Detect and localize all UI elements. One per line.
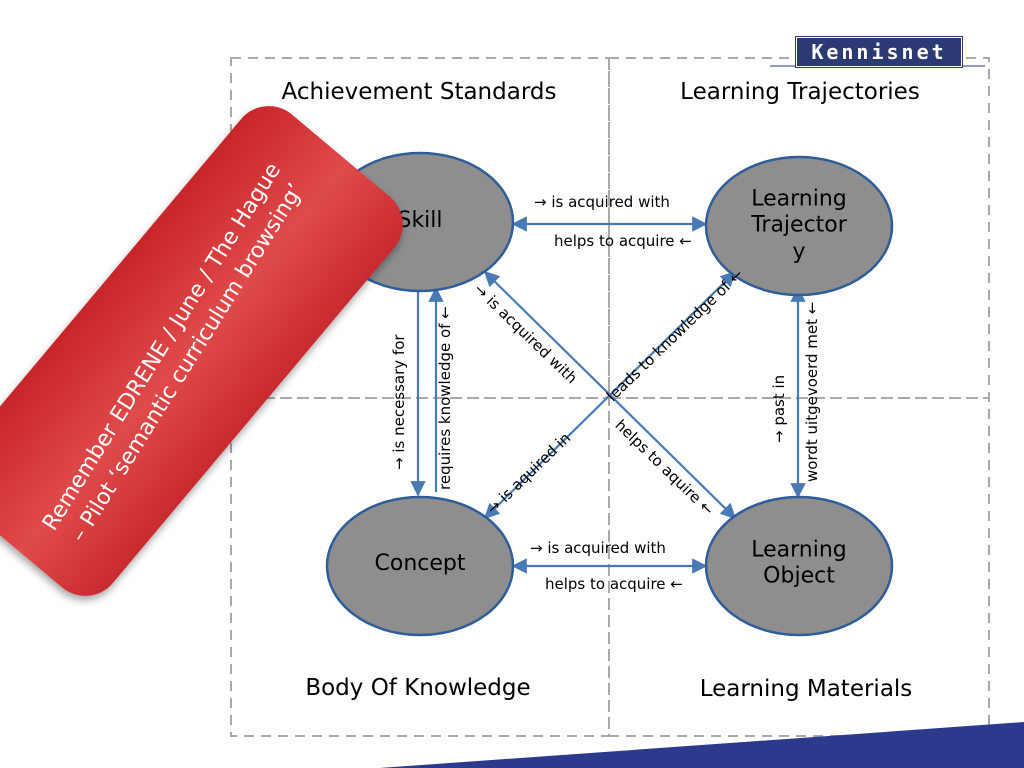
- label-concept: Concept: [374, 550, 466, 576]
- node-learning-object: [704, 495, 894, 637]
- edge-skill-trajectory-top: → is acquired with: [534, 193, 670, 211]
- footer-stripe: [380, 722, 1024, 768]
- kennisnet-logo: Kennisnet: [796, 37, 962, 67]
- label-learning-object: Learning Object: [751, 537, 847, 589]
- title-body-of-knowledge: Body Of Knowledge: [305, 675, 531, 701]
- edge-trajectory-object-right: wordt uitgevoerd met ←: [803, 301, 821, 482]
- arrow-concept-trajectory: [483, 270, 737, 520]
- edge-skill-trajectory-bottom: helps to acquire ←: [554, 232, 692, 250]
- node-learning-trajectory: [704, 155, 894, 297]
- edge-trajectory-object-left: → past in: [770, 374, 788, 443]
- edge-concept-object-top: → is acquired with: [530, 539, 666, 557]
- title-achievement-standards: Achievement Standards: [281, 79, 557, 105]
- edge-skill-concept-left: → is necessary for: [390, 334, 408, 470]
- title-learning-trajectories: Learning Trajectories: [680, 79, 920, 105]
- edge-skill-concept-right: requires knowledge of ←: [436, 306, 454, 490]
- label-skill: Skill: [397, 207, 443, 233]
- edge-concept-object-bottom: helps to acquire ←: [545, 575, 683, 593]
- node-concept: [325, 495, 515, 637]
- title-learning-materials: Learning Materials: [699, 676, 913, 702]
- label-learning-trajectory: Learning Trajector y: [751, 186, 847, 265]
- connectors: [410, 216, 806, 574]
